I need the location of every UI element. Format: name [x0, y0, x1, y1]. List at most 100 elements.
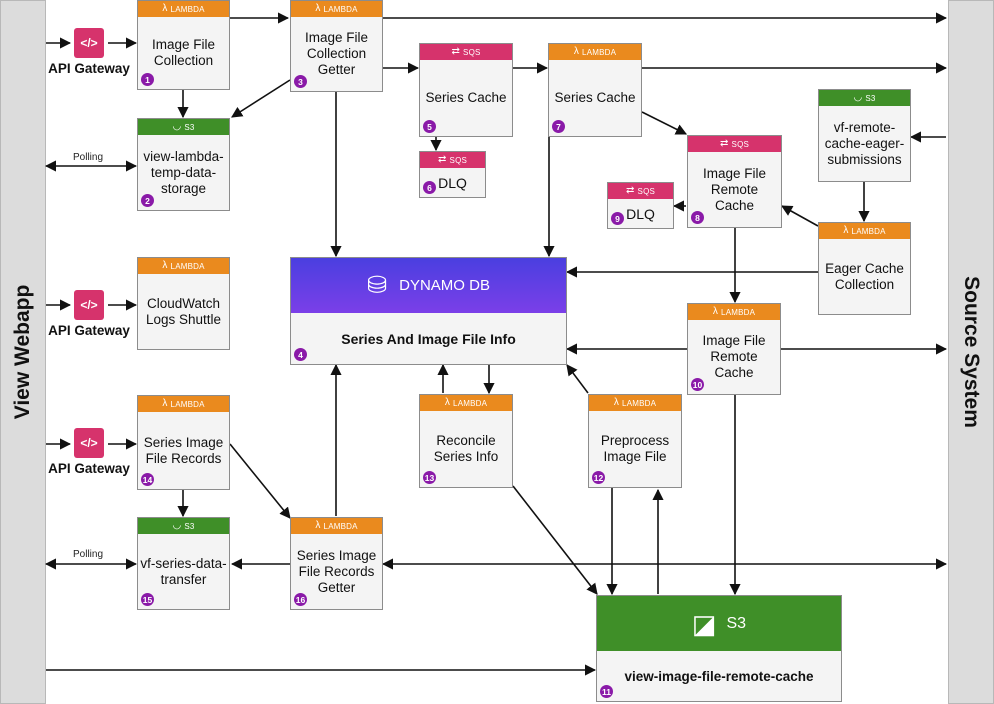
node-type-label: S3: [184, 521, 195, 531]
node-label: Image File Collection: [151, 37, 216, 68]
s3-icon: ◡: [853, 92, 863, 103]
step-badge: 7: [552, 120, 565, 133]
step-badge: 16: [294, 593, 307, 606]
sqs-icon: ⇄: [437, 154, 447, 165]
node-type-label: LAMBDA: [323, 4, 358, 14]
node-label: Preprocess Image File: [600, 433, 670, 464]
sqs-icon: ⇄: [451, 46, 461, 57]
step-badge: 12: [592, 471, 605, 484]
sqs-icon: ⇄: [719, 138, 729, 149]
dynamodb-header-label: DYNAMO DB: [399, 277, 490, 294]
step-badge: 8: [691, 211, 704, 224]
node-header: ⇄SQS: [420, 152, 485, 168]
node-type-label: LAMBDA: [721, 307, 756, 317]
lambda-icon: λ: [444, 397, 451, 408]
node-header: ◡S3: [138, 518, 229, 534]
source-system-lane: Source System: [948, 0, 994, 704]
s3-icon: ◡: [172, 121, 182, 132]
node-label: Image File Remote Cache: [702, 165, 767, 213]
lambda-icon: λ: [315, 3, 321, 14]
dynamodb-table-node[interactable]: ⛁ DYNAMO DB Series And Image File Info 4: [290, 257, 567, 365]
node-type-label: LAMBDA: [170, 4, 205, 14]
node-label: Series Cache: [554, 90, 636, 105]
node-header: ⇄SQS: [608, 183, 673, 199]
api-gateway-label: API Gateway: [48, 61, 130, 76]
node-label: Eager Cache Collection: [825, 260, 904, 292]
edge-lambda12-to-dynamo: [566, 364, 589, 394]
node-label: DLQ: [626, 205, 655, 222]
step-badge: 4: [294, 348, 307, 361]
step-badge: 13: [423, 471, 436, 484]
step-badge: 15: [141, 593, 154, 606]
dynamodb-header: ⛁ DYNAMO DB: [291, 258, 566, 313]
node-type-label: SQS: [637, 186, 656, 196]
edge-lambda13-to-s3big: [512, 485, 598, 595]
api-gateway-icon: </>: [74, 428, 104, 458]
api-gateway[interactable]: </> API Gateway: [44, 28, 134, 77]
edge-lambda7-to-sqs8: [641, 111, 688, 135]
node-type-label: SQS: [449, 155, 468, 165]
edge-eager-lambda-to-sqs8: [781, 205, 819, 227]
step-badge: 1: [141, 73, 154, 86]
lambda-icon: λ: [162, 3, 168, 14]
node-label: view-lambda-temp-data-storage: [143, 148, 224, 196]
step-badge: 6: [423, 181, 436, 194]
step-badge: 10: [691, 378, 704, 391]
node-label: Series Cache: [425, 90, 507, 105]
dynamodb-icon: ⛁: [367, 271, 388, 299]
node-label: Image File Remote Cache: [702, 333, 766, 380]
node-label: Series Image File Records: [143, 434, 224, 466]
lambda-icon: λ: [162, 260, 168, 271]
sqs-icon: ⇄: [625, 185, 635, 196]
node-header: ◡S3: [819, 90, 910, 106]
lambda-icon: λ: [573, 46, 580, 57]
node-type-label: LAMBDA: [323, 521, 358, 531]
node-type-label: LAMBDA: [851, 226, 886, 236]
node-label: Series Image File Records Getter: [296, 547, 377, 595]
node-label: Reconcile Series Info: [433, 433, 499, 464]
s3-big-header-label: S3: [726, 614, 747, 632]
node-header: ◡S3: [138, 119, 229, 135]
node-type-label: LAMBDA: [453, 398, 488, 408]
polling-label: Polling: [73, 549, 104, 560]
lambda-icon: λ: [162, 398, 168, 409]
step-badge: 5: [423, 120, 436, 133]
s3-remote-cache-bucket[interactable]: ◪ S3 view-image-file-remote-cache 11: [596, 595, 842, 702]
api-gateway-label: API Gateway: [48, 323, 130, 338]
node-label: CloudWatch Logs Shuttle: [145, 295, 222, 327]
node-type-label: LAMBDA: [622, 398, 657, 408]
dynamodb-label: Series And Image File Info: [341, 330, 516, 347]
lambda-icon: λ: [315, 520, 321, 531]
step-badge: 11: [600, 685, 613, 698]
api-gateway[interactable]: </> API Gateway: [44, 428, 134, 477]
api-gateway[interactable]: </> API Gateway: [44, 290, 134, 339]
node-type-label: LAMBDA: [582, 47, 617, 57]
node-type-label: S3: [865, 93, 876, 103]
node-label: DLQ: [438, 174, 467, 191]
